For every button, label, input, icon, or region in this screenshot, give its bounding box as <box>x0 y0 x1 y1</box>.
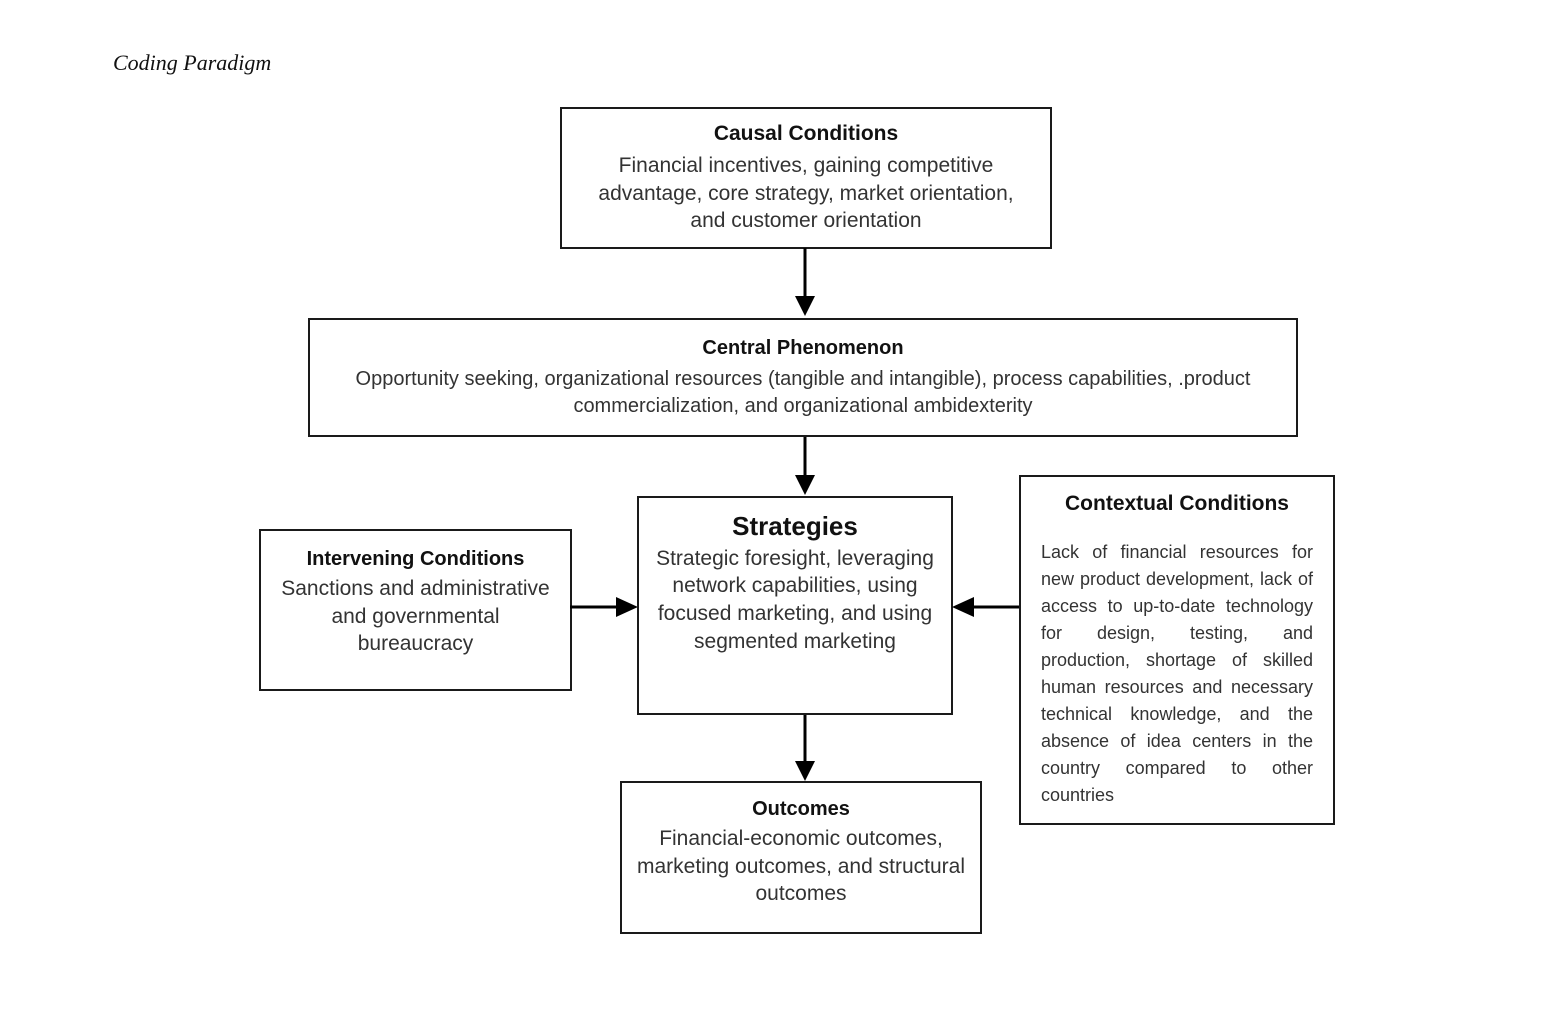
node-intervening-conditions-title: Intervening Conditions <box>306 548 525 570</box>
arrow-causal-to-central-icon <box>780 248 830 318</box>
node-outcomes-body: Financial-economic outcomes, marketing o… <box>637 827 965 906</box>
node-contextual-conditions-title: Contextual Conditions <box>1065 492 1289 515</box>
node-outcomes: Outcomes Financial-economic outcomes, ma… <box>620 781 982 934</box>
node-intervening-conditions-body: Sanctions and administrative and governm… <box>281 577 550 656</box>
node-strategies-body: Strategic foresight, leveraging network … <box>656 546 934 653</box>
node-intervening-conditions: Intervening Conditions Sanctions and adm… <box>259 529 572 691</box>
node-outcomes-title: Outcomes <box>752 798 850 820</box>
arrow-strategies-to-outcomes-icon <box>780 715 830 783</box>
node-strategies-title: Strategies <box>732 511 858 541</box>
node-central-phenomenon: Central Phenomenon Opportunity seeking, … <box>308 318 1298 437</box>
node-contextual-conditions-body: Lack of financial resources for new prod… <box>1041 542 1313 806</box>
node-causal-conditions-title: Causal Conditions <box>713 121 899 145</box>
node-strategies: Strategies Strategic foresight, leveragi… <box>637 496 953 715</box>
node-contextual-conditions: Contextual Conditions Lack of financial … <box>1019 475 1335 825</box>
node-central-phenomenon-title: Central Phenomenon <box>702 337 904 360</box>
figure-title: Coding Paradigm <box>113 50 272 75</box>
arrow-central-to-strategies-icon <box>780 437 830 497</box>
arrow-intervening-to-strategies-icon <box>570 592 640 622</box>
node-central-phenomenon-body: Opportunity seeking, organizational reso… <box>355 368 1251 417</box>
node-causal-conditions: Causal Conditions Financial incentives, … <box>560 107 1052 249</box>
arrow-contextual-to-strategies-icon <box>950 592 1022 622</box>
node-causal-conditions-body: Financial incentives, gaining competitiv… <box>598 154 1014 233</box>
